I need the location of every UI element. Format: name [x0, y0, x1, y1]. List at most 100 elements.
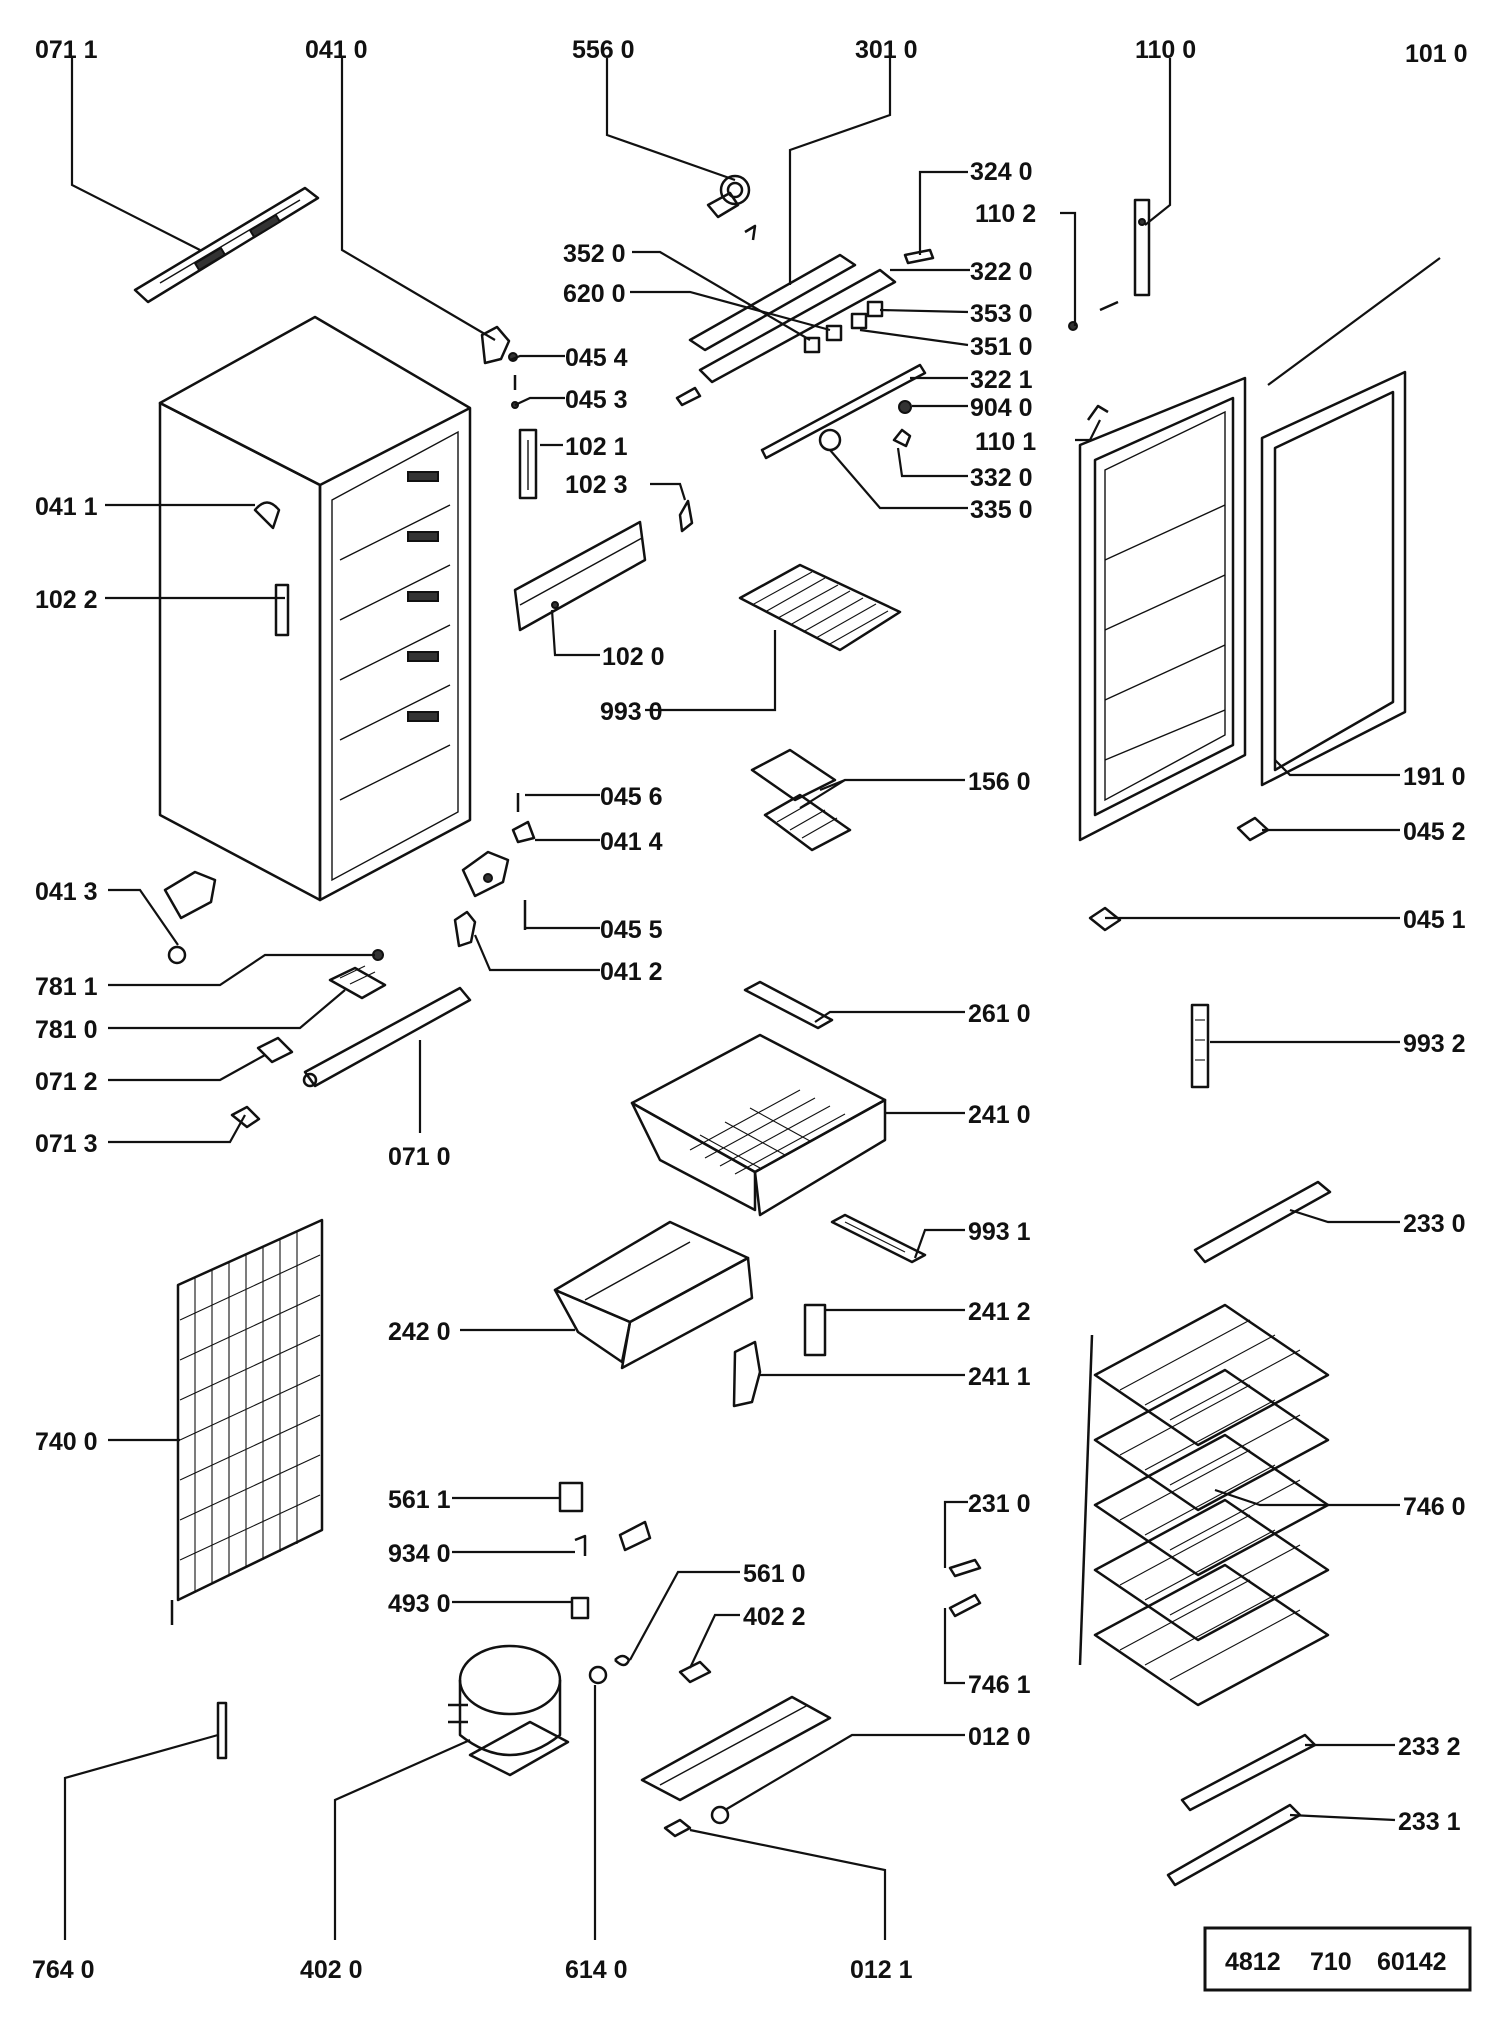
- leader-lines: [63, 58, 1441, 1940]
- label-041-2: 041 2: [600, 958, 663, 986]
- reference-code-1: 4812: [1225, 1948, 1281, 1976]
- label-241-0: 241 0: [968, 1101, 1031, 1129]
- base-012-illustration: [640, 1695, 832, 1838]
- rail-071-1-illustration: [133, 186, 320, 304]
- label-561-1: 561 1: [388, 1486, 451, 1514]
- label-324-0: 324 0: [970, 158, 1033, 186]
- label-071-0: 071 0: [388, 1143, 451, 1171]
- drawer-241-0-illustration: [630, 1033, 887, 1217]
- bracket-041-3-illustration: [163, 870, 217, 965]
- rail-233-0-illustration: [1193, 1180, 1332, 1264]
- label-101-0: 101 0: [1405, 40, 1468, 68]
- label-233-1: 233 1: [1398, 1808, 1461, 1836]
- label-322-0: 322 0: [970, 258, 1033, 286]
- panel-102-0-illustration: [513, 520, 647, 632]
- label-352-0: 352 0: [563, 240, 626, 268]
- part-labels: 071 1 041 0 556 0 301 0 110 0 101 0 324 …: [32, 36, 1468, 1984]
- label-041-0: 041 0: [305, 36, 368, 64]
- label-322-1: 322 1: [970, 366, 1033, 394]
- door-101-0-illustration: [1078, 376, 1247, 842]
- label-614-0: 614 0: [565, 1956, 628, 1984]
- label-233-0: 233 0: [1403, 1210, 1466, 1238]
- clips-231-746-illustration: [948, 1558, 982, 1618]
- label-102-3: 102 3: [565, 471, 628, 499]
- label-241-2: 241 2: [968, 1298, 1031, 1326]
- label-191-0: 191 0: [1403, 763, 1466, 791]
- part-614-0-illustration: [588, 1665, 608, 1685]
- hinge-041-0-illustration: [480, 325, 519, 409]
- small-hardware-045-illustration: [1088, 816, 1270, 932]
- label-071-2: 071 2: [35, 1068, 98, 1096]
- label-102-0: 102 0: [602, 643, 665, 671]
- label-045-5: 045 5: [600, 916, 663, 944]
- cabinet-body-illustration: [158, 315, 472, 902]
- label-904-0: 904 0: [970, 394, 1033, 422]
- label-045-2: 045 2: [1403, 818, 1466, 846]
- strip-993-1-illustration: [830, 1213, 927, 1264]
- label-233-2: 233 2: [1398, 1733, 1461, 1761]
- label-242-0: 242 0: [388, 1318, 451, 1346]
- gasket-191-0-illustration: [1260, 370, 1407, 787]
- lower-front-illustration: [230, 949, 472, 1129]
- label-353-0: 353 0: [970, 300, 1033, 328]
- label-332-0: 332 0: [970, 464, 1033, 492]
- reference-code-3: 60142: [1377, 1948, 1447, 1976]
- label-335-0: 335 0: [970, 496, 1033, 524]
- label-110-2: 110 2: [975, 200, 1036, 228]
- label-620-0: 620 0: [563, 280, 626, 308]
- label-402-0: 402 0: [300, 1956, 363, 1984]
- label-041-1: 041 1: [35, 493, 98, 521]
- label-110-0: 110 0: [1135, 36, 1196, 64]
- label-993-0: 993 0: [600, 698, 663, 726]
- label-746-0: 746 0: [1403, 1493, 1466, 1521]
- drawer-242-0-illustration: [553, 1220, 754, 1370]
- label-110-1: 110 1: [975, 428, 1036, 456]
- rails-233-illustration: [1166, 1733, 1317, 1887]
- label-781-0: 781 0: [35, 1016, 98, 1044]
- compressor-402-0-illustration: [448, 1644, 570, 1777]
- label-041-3: 041 3: [35, 878, 98, 906]
- rail-322-1-illustration: [760, 363, 927, 460]
- strip-993-2-illustration: [1190, 1003, 1210, 1089]
- label-993-1: 993 1: [968, 1218, 1031, 1246]
- label-934-0: 934 0: [388, 1540, 451, 1568]
- label-012-1: 012 1: [850, 1956, 913, 1984]
- label-156-0: 156 0: [968, 768, 1031, 796]
- condenser-740-0-illustration: [170, 1218, 324, 1625]
- label-746-1: 746 1: [968, 1671, 1031, 1699]
- label-261-0: 261 0: [968, 1000, 1031, 1028]
- label-556-0: 556 0: [572, 36, 635, 64]
- label-402-2: 402 2: [743, 1603, 806, 1631]
- label-071-1: 071 1: [35, 36, 98, 64]
- label-102-1: 102 1: [565, 433, 628, 461]
- reference-code-2: 710: [1310, 1948, 1352, 1976]
- label-561-0: 561 0: [743, 1560, 806, 1588]
- label-740-0: 740 0: [35, 1428, 98, 1456]
- label-301-0: 301 0: [855, 36, 918, 64]
- label-231-0: 231 0: [968, 1490, 1031, 1518]
- ice-tray-156-0-illustration: [750, 748, 852, 852]
- strip-261-0-illustration: [743, 980, 834, 1030]
- label-993-2: 993 2: [1403, 1030, 1466, 1058]
- label-102-2: 102 2: [35, 586, 98, 614]
- label-045-1: 045 1: [1403, 906, 1466, 934]
- label-045-4: 045 4: [565, 344, 628, 372]
- label-493-0: 493 0: [388, 1590, 451, 1618]
- label-071-3: 071 3: [35, 1130, 98, 1158]
- clips-241-illustration: [732, 1303, 827, 1408]
- bracket-102-1-illustration: [518, 428, 694, 533]
- top-assembly-illustration: [675, 174, 935, 407]
- label-045-6: 045 6: [600, 783, 663, 811]
- hinge-110-illustration: [1068, 198, 1151, 421]
- part-764-0-illustration: [216, 1701, 228, 1760]
- label-012-0: 012 0: [968, 1723, 1031, 1751]
- label-241-1: 241 1: [968, 1363, 1031, 1391]
- label-351-0: 351 0: [970, 333, 1033, 361]
- label-041-4: 041 4: [600, 828, 663, 856]
- lower-hinge-041-2-illustration: [453, 793, 536, 948]
- label-045-3: 045 3: [565, 386, 628, 414]
- rack-993-0-illustration: [738, 563, 902, 652]
- label-764-0: 764 0: [32, 1956, 95, 1984]
